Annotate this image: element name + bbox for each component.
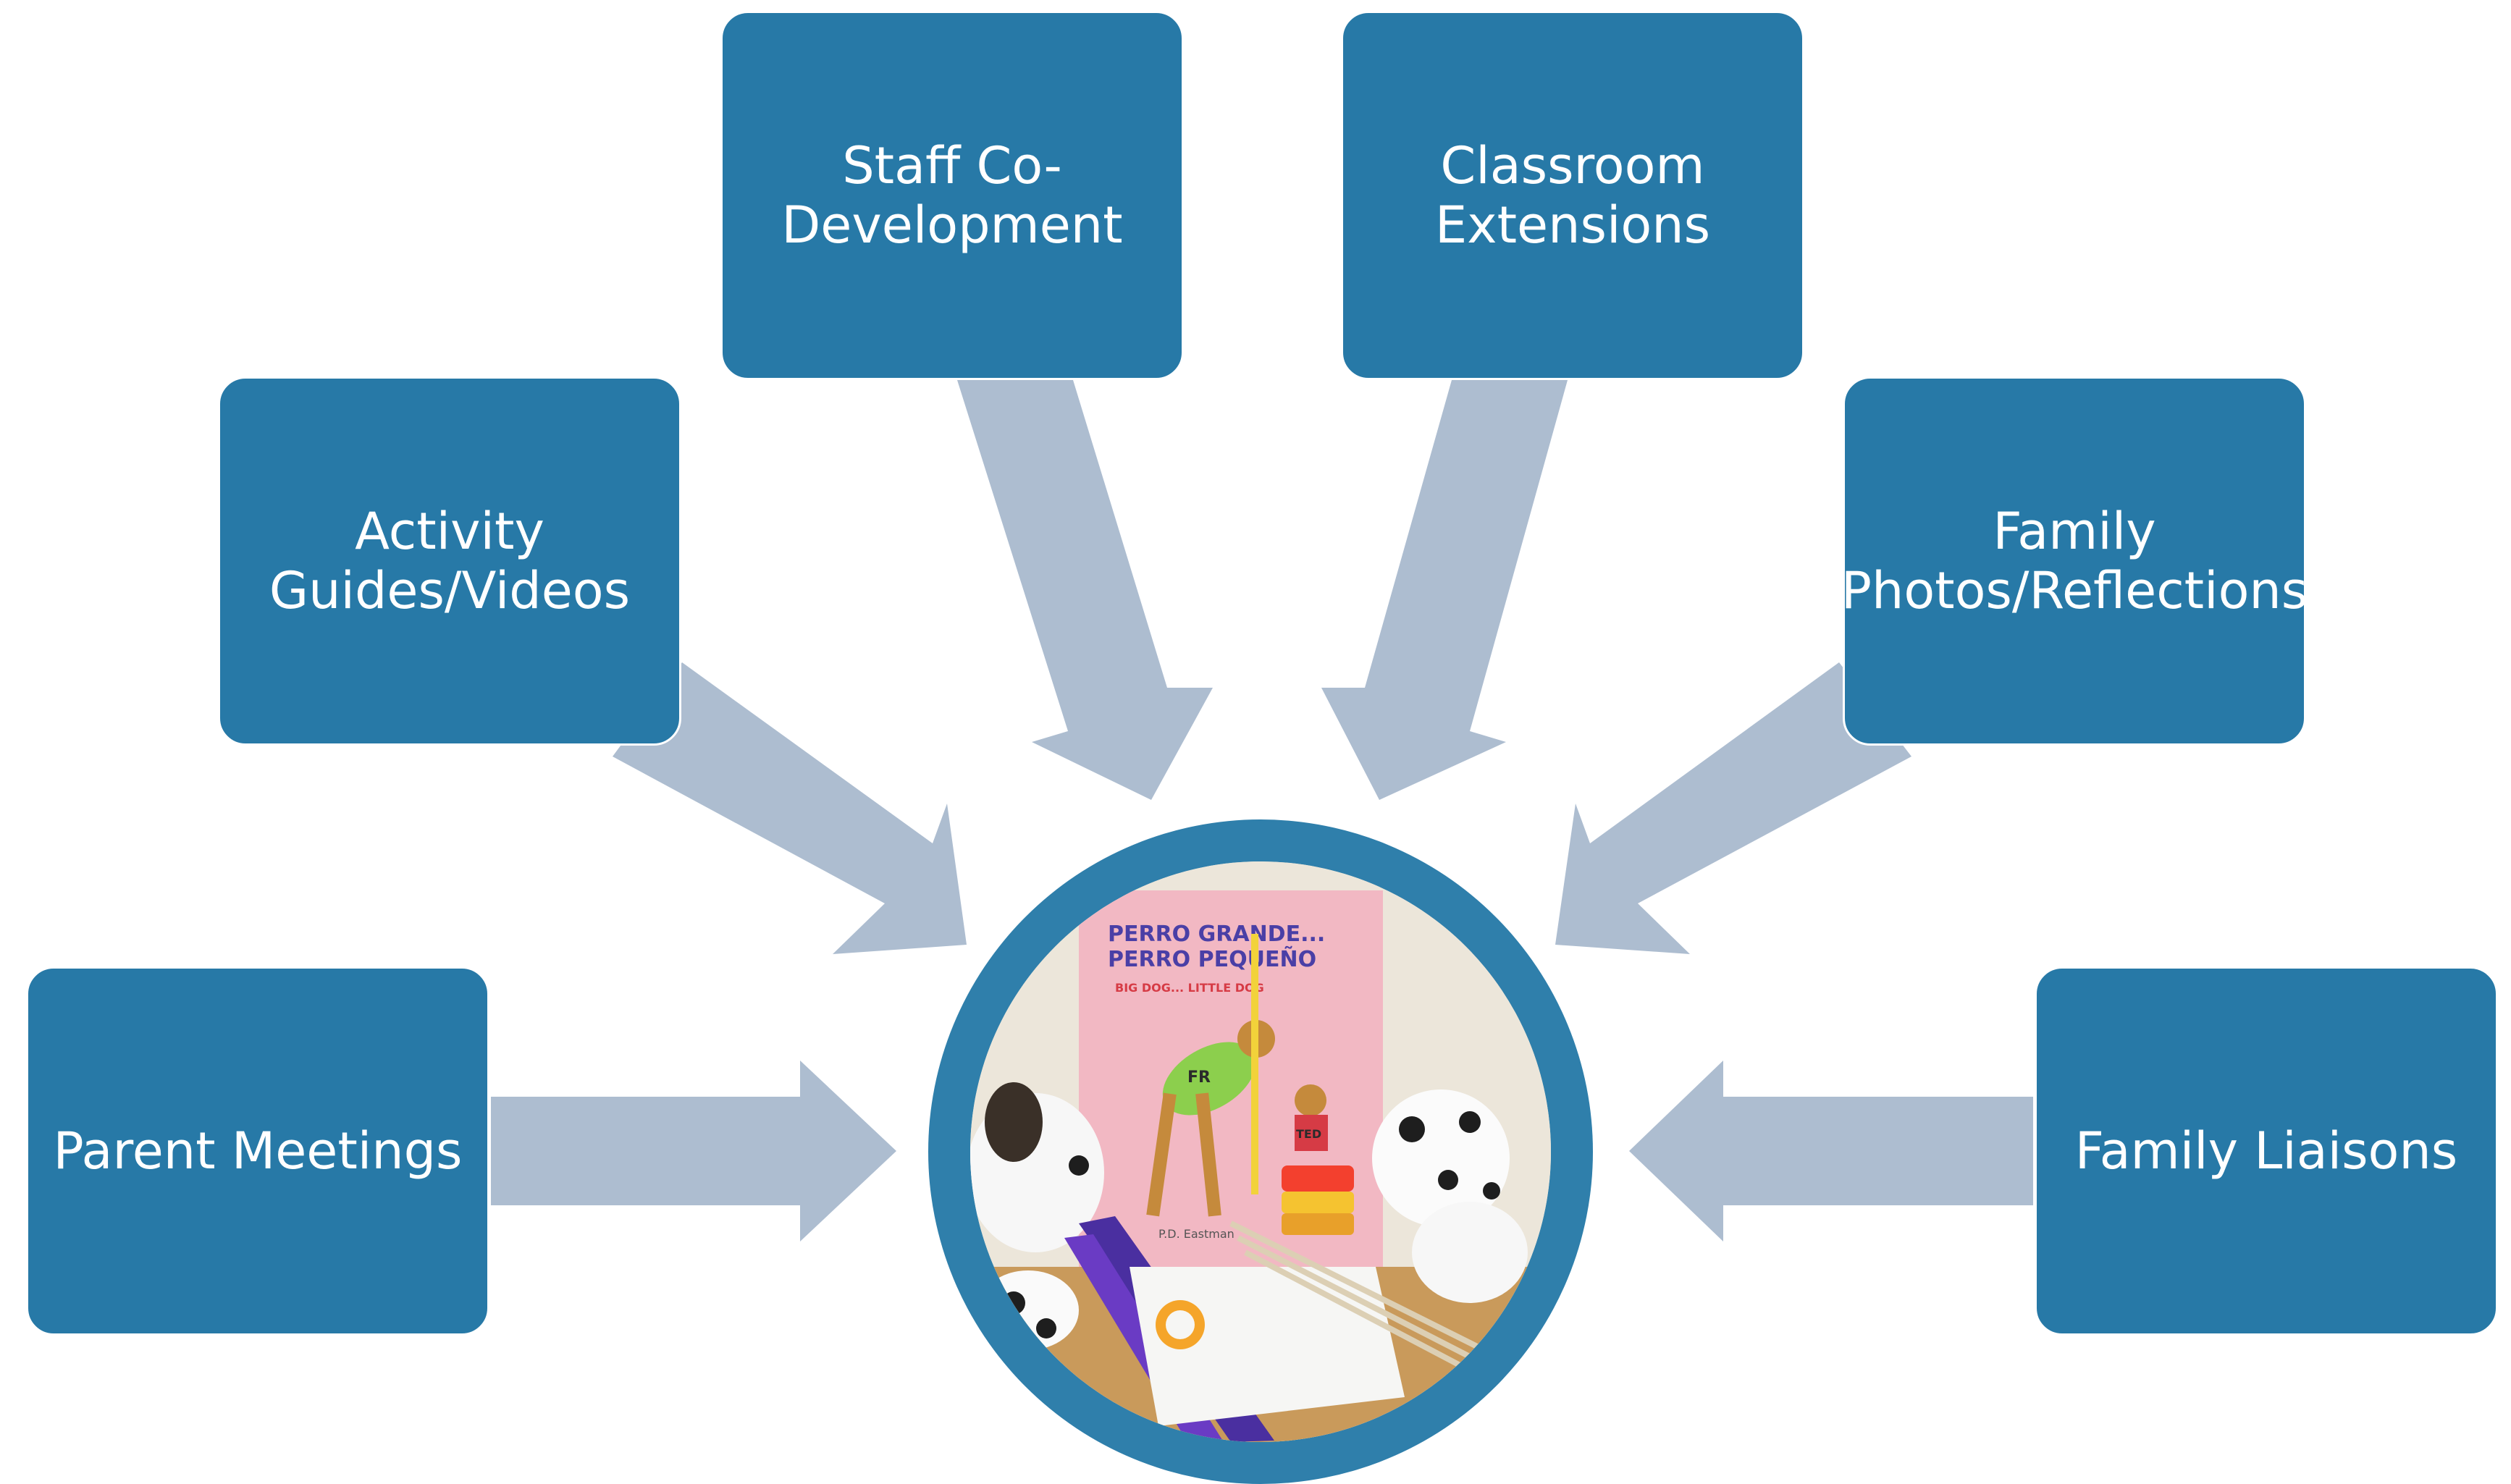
arrow-classroom xyxy=(1321,380,1568,800)
classroom-extensions-label: Classroom Extensions xyxy=(1434,136,1711,255)
family-photos-label: Family Photos/Reflections xyxy=(1841,502,2308,620)
center-hub: PERRO GRANDE... PERRO PEQUEÑO BIG DOG...… xyxy=(928,819,1593,1484)
dog-shirt-big: FR xyxy=(1187,1068,1211,1087)
family-photos-box: Family Photos/Reflections xyxy=(1841,376,2308,746)
arrow-parent-meetings xyxy=(491,1061,896,1241)
dog-shirt-small: TED xyxy=(1296,1127,1321,1141)
activity-guides-label: Activity Guides/Videos xyxy=(269,502,631,620)
book-and-toys-photo: PERRO GRANDE... PERRO PEQUEÑO BIG DOG...… xyxy=(970,861,1551,1442)
arrow-activity xyxy=(613,662,967,954)
book-title-2: PERRO PEQUEÑO xyxy=(1108,945,1316,972)
family-liaisons-box: Family Liaisons xyxy=(2035,966,2498,1336)
book-subtitle: BIG DOG... LITTLE DOG xyxy=(1115,981,1264,995)
book-title-1: PERRO GRANDE... xyxy=(1108,922,1325,947)
parent-meetings-box: Parent Meetings xyxy=(26,966,489,1336)
arrow-family-photos xyxy=(1555,662,1911,954)
parent-meetings-label: Parent Meetings xyxy=(53,1121,463,1181)
book-author: P.D. Eastman xyxy=(1158,1227,1235,1241)
activity-guides-box: Activity Guides/Videos xyxy=(218,376,681,746)
family-liaisons-label: Family Liaisons xyxy=(2074,1121,2458,1181)
staff-co-development-label: Staff Co- Development xyxy=(781,136,1123,255)
classroom-extensions-box: Classroom Extensions xyxy=(1341,11,1804,380)
arrow-family-liaisons xyxy=(1629,1061,2033,1241)
staff-co-development-box: Staff Co- Development xyxy=(720,11,1184,380)
arrow-staff xyxy=(957,380,1213,800)
